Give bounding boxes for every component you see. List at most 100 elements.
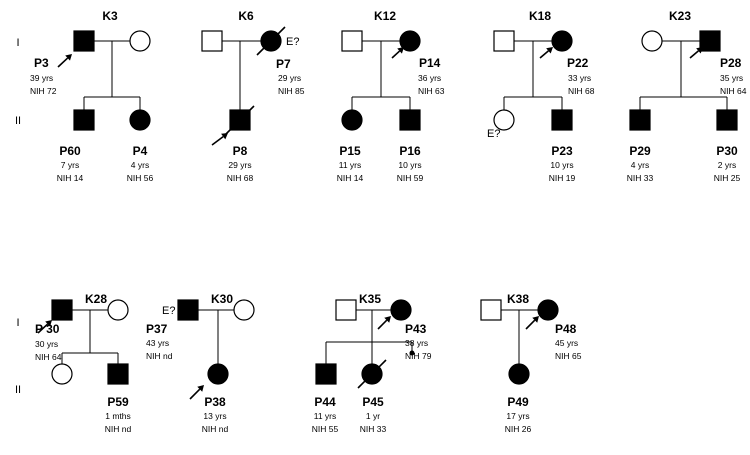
patient-nih-score: NIH 85 <box>278 86 305 96</box>
patient-id: P43 <box>405 322 427 336</box>
proband-arrow-head <box>546 47 553 54</box>
patient-age: 7 yrs <box>61 160 79 170</box>
proband-arrow-head <box>65 54 72 61</box>
proband-arrow <box>525 319 536 330</box>
unaffected-male-symbol <box>201 30 223 52</box>
patient-id: P4 <box>133 144 148 158</box>
patient-id: P7 <box>276 57 291 71</box>
family-title: K3 <box>102 9 118 23</box>
proband-arrow-head <box>696 47 703 54</box>
patient-age: 1 yr <box>366 411 380 421</box>
patient-nih-score: NIH 14 <box>57 173 84 183</box>
patient-age: 11 yrs <box>339 160 362 170</box>
patient-id: P8 <box>233 144 248 158</box>
miscarriage-symbol <box>409 350 415 356</box>
patient-id: P60 <box>59 144 81 158</box>
family-title: K35 <box>359 292 381 306</box>
patient-id: P38 <box>204 395 226 409</box>
family-title: K28 <box>85 292 107 306</box>
family-title: K18 <box>529 9 551 23</box>
proband-arrow-head <box>45 320 52 327</box>
patient-nih-score: NIH nd <box>202 424 229 434</box>
affected-female-symbol <box>129 109 151 131</box>
affected-male-symbol <box>551 109 573 131</box>
affected-male-symbol <box>51 299 73 321</box>
patient-nih-score: NIH 19 <box>549 173 576 183</box>
proband-arrow-head <box>221 133 228 140</box>
deceased-slash <box>256 26 286 56</box>
affected-female-symbol <box>390 299 412 321</box>
affected-female-symbol <box>399 30 421 52</box>
patient-id: P49 <box>507 395 529 409</box>
patient-nih-score: NIH 55 <box>312 424 339 434</box>
patient-nih-score: NIH nd <box>146 351 173 361</box>
generation-label: II <box>15 384 21 396</box>
patient-id: P22 <box>567 56 589 70</box>
patient-age: 45 yrs <box>555 338 578 348</box>
patient-age: 17 yrs <box>506 411 529 421</box>
patient-nih-score: NIH 14 <box>337 173 364 183</box>
patient-nih-score: NIH nd <box>105 424 132 434</box>
patient-id: P48 <box>555 322 577 336</box>
affected-male-symbol <box>315 363 337 385</box>
patient-id: P3 <box>34 56 49 70</box>
family-title: K6 <box>238 9 254 23</box>
patient-id: P30 <box>716 144 738 158</box>
patient-id: P14 <box>419 56 441 70</box>
proband-arrow <box>377 319 388 330</box>
affected-male-symbol <box>699 30 721 52</box>
proband-arrow <box>37 323 49 334</box>
patient-nih-score: NIH 68 <box>568 86 595 96</box>
affected-male-symbol <box>73 109 95 131</box>
patient-age: 11 yrs <box>314 411 337 421</box>
proband-arrow-head <box>532 316 539 323</box>
proband-arrow <box>689 50 699 59</box>
patient-age: 29 yrs <box>228 160 251 170</box>
patient-nih-score: NIH 26 <box>505 424 532 434</box>
patient-nih-score: NIH 56 <box>127 173 154 183</box>
patient-age: 36 yrs <box>418 73 441 83</box>
patient-nih-score: NIH 63 <box>418 86 445 96</box>
patient-nih-score: NIH 64 <box>720 86 747 96</box>
patient-age: 2 yrs <box>718 160 736 170</box>
affected-female-symbol <box>207 363 229 385</box>
patient-age: 4 yrs <box>131 160 149 170</box>
patient-nih-score: NIH 33 <box>627 173 654 183</box>
unaffected-female-symbol <box>493 109 515 131</box>
unaffected-female-symbol <box>129 30 151 52</box>
deceased-slash <box>357 359 387 389</box>
patient-age: 38 yrs <box>405 338 428 348</box>
affected-male-symbol <box>399 109 421 131</box>
patient-nih-score: NIH 64 <box>35 352 62 362</box>
unaffected-female-symbol <box>51 363 73 385</box>
affected-female-symbol <box>341 109 363 131</box>
proband-arrow <box>539 50 549 59</box>
proband-arrow-head <box>384 316 391 323</box>
patient-nih-score: NIH 65 <box>555 351 582 361</box>
patient-age: 4 yrs <box>631 160 649 170</box>
patient-nih-score: NIH 59 <box>397 173 424 183</box>
patient-age: 13 yrs <box>203 411 226 421</box>
proband-arrow-head <box>197 385 204 392</box>
uncertain-note: E? <box>162 305 175 317</box>
patient-age: 30 yrs <box>35 339 58 349</box>
unaffected-male-symbol <box>480 299 502 321</box>
affected-male-symbol <box>177 299 199 321</box>
affected-male-symbol <box>629 109 651 131</box>
family-title: K30 <box>211 292 233 306</box>
proband-arrow <box>57 57 69 68</box>
patient-nih-score: NIH 72 <box>30 86 57 96</box>
patient-id: P37 <box>146 322 168 336</box>
affected-male-symbol <box>716 109 738 131</box>
affected-female-symbol <box>551 30 573 52</box>
patient-age: 43 yrs <box>146 338 169 348</box>
unaffected-female-symbol <box>641 30 663 52</box>
patient-age: 29 yrs <box>278 73 301 83</box>
proband-arrow <box>189 388 201 400</box>
